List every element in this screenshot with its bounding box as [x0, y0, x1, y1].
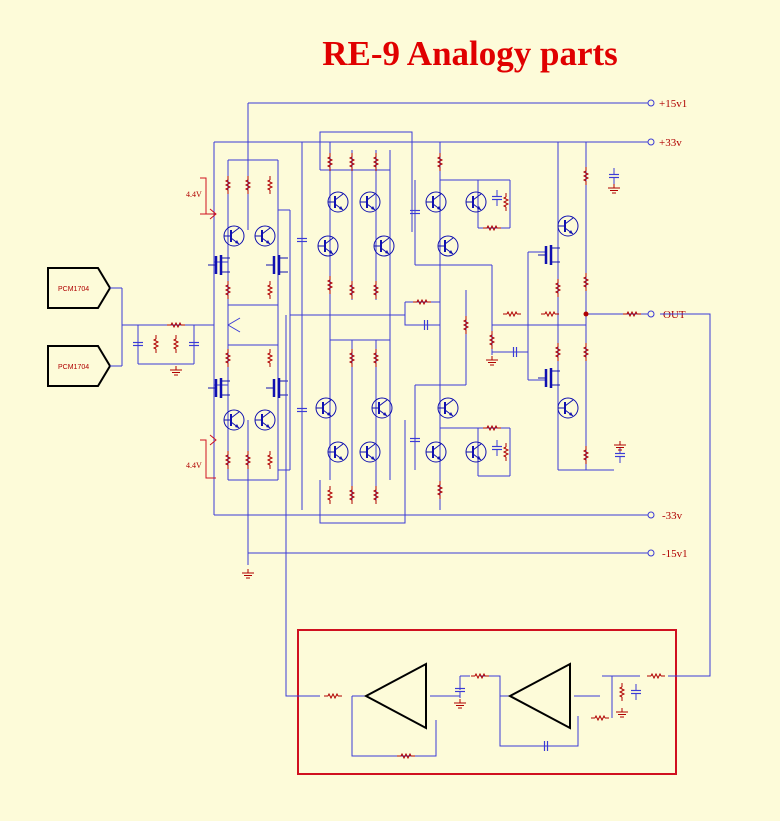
driver-resistor-3: [503, 192, 509, 212]
vas-transistor-7: [327, 441, 349, 463]
driver-stage: [404, 142, 511, 510]
output-resistor-4: [502, 311, 522, 317]
servo-opamp-1: [363, 662, 427, 730]
output-capacitor-3: [614, 446, 626, 464]
input-jfet-2: [264, 253, 290, 277]
vas-resistor-9: [327, 485, 333, 505]
input-transistor-1: [223, 225, 245, 247]
driver-transistor-1: [425, 191, 447, 213]
driver-transistor-5: [425, 441, 447, 463]
output-mosfet-1: [536, 243, 562, 267]
dac-label-top: PCM1704: [58, 286, 89, 293]
driver-transistor-4: [437, 397, 459, 419]
rail-label-pos33: +33v: [659, 137, 682, 149]
vas-transistor-4: [373, 235, 395, 257]
bias-marker-bottom: [200, 434, 217, 479]
driver-resistor-6: [503, 442, 509, 462]
output-capacitor-1: [608, 167, 620, 185]
rail-label-neg15: -15v1: [662, 548, 688, 560]
input-resistor-3: [173, 334, 179, 354]
output-resistor-5: [540, 311, 560, 317]
rail-label-neg33: -33v: [662, 510, 683, 522]
servo-opamp-2: [507, 662, 571, 730]
output-junction: [583, 311, 589, 317]
dac-source-top: PCM1704: [47, 267, 122, 309]
input-jfet-4: [264, 376, 290, 400]
dac-source-bottom: PCM1704: [47, 345, 122, 387]
servo-capacitor-3: [630, 683, 642, 701]
bias-marker-top: [200, 177, 217, 220]
driver-capacitor-5: [491, 439, 503, 457]
output-ground-2: [485, 355, 499, 366]
output-ground-1: [607, 183, 621, 194]
servo-ground-2: [615, 707, 629, 718]
input-ground: [169, 365, 183, 376]
stage1-resistor-5: [267, 280, 273, 300]
vas-transistor-2: [359, 191, 381, 213]
vas-transistor-3: [317, 235, 339, 257]
ground-symbol: [241, 568, 255, 579]
stage1-resistor-3: [267, 175, 273, 195]
output-mosfet-2: [536, 366, 562, 390]
driver-transistor-3: [465, 191, 487, 213]
input-network: [121, 248, 215, 398]
dac-label-bottom: PCM1704: [58, 364, 89, 371]
bias-label-top: 4.4V: [186, 190, 202, 199]
driver-capacitor-4: [491, 189, 503, 207]
input-jfet-1: [206, 253, 232, 277]
stage1-resistor-7: [267, 348, 273, 368]
servo-resistor-5: [619, 682, 625, 702]
input-jfet-3: [206, 376, 232, 400]
dc-servo-block: [285, 313, 711, 775]
input-resistor-1: [153, 334, 159, 354]
servo-resistor-1: [323, 693, 343, 699]
vas-transistor-8: [359, 441, 381, 463]
servo-resistor-4: [590, 715, 610, 721]
vas-transistor-5: [315, 397, 337, 419]
driver-transistor-6: [465, 441, 487, 463]
bias-label-bottom: 4.4V: [186, 461, 202, 470]
page-title: RE-9 Analogy parts: [322, 34, 618, 73]
vas-transistor-1: [327, 191, 349, 213]
rail-terminals: [647, 99, 655, 557]
rail-label-pos15: +15v1: [659, 98, 687, 110]
output-transistor-2: [557, 397, 579, 419]
input-stage: [214, 159, 405, 481]
voltage-amplifier-stage: [301, 131, 413, 524]
output-label: OUT: [663, 309, 686, 321]
input-transistor-3: [223, 409, 245, 431]
servo-ground-1: [453, 698, 467, 709]
input-transistor-4: [254, 409, 276, 431]
output-transistor-1: [557, 215, 579, 237]
stage1-resistor-10: [267, 450, 273, 470]
servo-resistor-6: [646, 673, 666, 679]
driver-transistor-2: [437, 235, 459, 257]
vas-transistor-6: [371, 397, 393, 419]
input-transistor-2: [254, 225, 276, 247]
rail-wires: [213, 102, 648, 565]
